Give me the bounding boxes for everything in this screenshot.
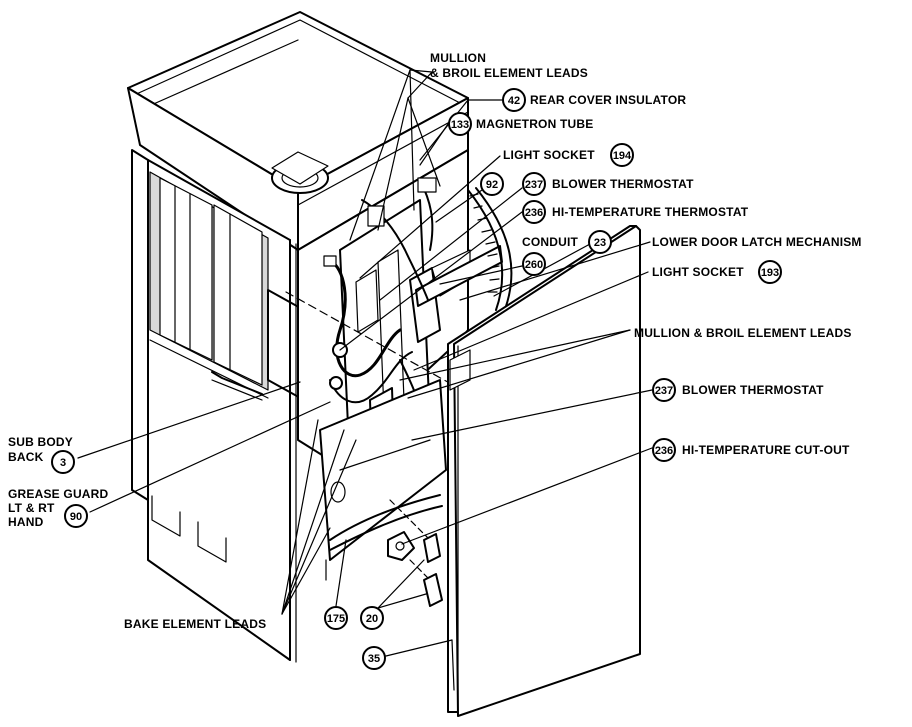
- callout-194-label: LIGHT SOCKET: [503, 148, 595, 162]
- callout-90-number: 90: [70, 511, 82, 523]
- callout-35-number: 35: [368, 653, 380, 665]
- callout-193-label: LIGHT SOCKET: [652, 265, 744, 279]
- bake-element-leads-label: BAKE ELEMENT LEADS: [124, 617, 266, 631]
- callout-3-number: 3: [60, 457, 66, 469]
- callout-23: CONDUIT 23: [522, 230, 612, 254]
- mullion-top-label-line2: & BROIL ELEMENT LEADS: [430, 66, 588, 80]
- callout-90-label-line1: GREASE GUARD: [8, 487, 109, 501]
- callout-92: 92: [480, 172, 504, 196]
- latch-part-c: [423, 573, 443, 607]
- callout-193-number: 193: [761, 267, 779, 279]
- latch-part-b: [423, 533, 441, 563]
- callout-90-label-line3: HAND: [8, 515, 44, 529]
- cabinet-left-side: [131, 149, 149, 501]
- lower-door-latch-label: LOWER DOOR LATCH MECHANISM: [652, 235, 862, 249]
- callout-175-number: 175: [327, 613, 345, 625]
- callout-3-label-line1: SUB BODY: [8, 435, 73, 449]
- callout-20: 20: [360, 606, 384, 630]
- callout-42-number: 42: [508, 95, 520, 107]
- callout-20-number: 20: [366, 613, 378, 625]
- callout-3-label-line2: BACK: [8, 450, 44, 464]
- callout-23-number: 23: [594, 237, 606, 249]
- callout-236-lower-label: HI-TEMPERATURE CUT-OUT: [682, 443, 850, 457]
- wiring-harness: [328, 258, 402, 378]
- callout-260-number: 260: [525, 259, 543, 271]
- door-panel: [447, 225, 641, 717]
- callout-237-top-label: BLOWER THERMOSTAT: [552, 177, 694, 191]
- callout-260: 260: [522, 252, 546, 276]
- callout-194: LIGHT SOCKET 194: [503, 143, 634, 167]
- callout-133-label: MAGNETRON TUBE: [476, 117, 593, 131]
- callout-236-lower: 236 HI-TEMPERATURE CUT-OUT: [652, 438, 850, 462]
- callout-236-top-number: 236: [525, 207, 543, 219]
- callout-237-top-number: 237: [525, 179, 543, 191]
- callout-42: 42 REAR COVER INSULATOR: [502, 88, 686, 112]
- callout-3: SUB BODY BACK 3: [8, 435, 75, 474]
- bake-element-plate: [319, 379, 447, 561]
- callout-236-top: 236 HI-TEMPERATURE THERMOSTAT: [522, 200, 749, 224]
- callout-175: 175: [324, 606, 348, 630]
- callout-194-number: 194: [613, 150, 632, 162]
- callout-42-label: REAR COVER INSULATOR: [530, 93, 686, 107]
- callout-labels: MULLION & BROIL ELEMENT LEADS 42 REAR CO…: [8, 51, 862, 670]
- callout-92-number: 92: [486, 179, 498, 191]
- callout-237-lower: 237 BLOWER THERMOSTAT: [652, 378, 824, 402]
- mullion-mid-label: MULLION & BROIL ELEMENT LEADS: [634, 326, 852, 340]
- callout-35: 35: [362, 646, 386, 670]
- callout-237-lower-number: 237: [655, 385, 673, 397]
- callout-237-top: 237 BLOWER THERMOSTAT: [522, 172, 694, 196]
- callout-90: GREASE GUARD LT & RT HAND 90: [8, 487, 109, 529]
- callout-133-number: 133: [451, 119, 469, 131]
- callout-193: LIGHT SOCKET 193: [652, 260, 782, 284]
- callout-23-label: CONDUIT: [522, 235, 579, 249]
- callout-237-lower-label: BLOWER THERMOSTAT: [682, 383, 824, 397]
- callout-236-lower-number: 236: [655, 445, 673, 457]
- callout-133: 133 MAGNETRON TUBE: [448, 112, 593, 136]
- mullion-top-label-line1: MULLION: [430, 51, 486, 65]
- callout-90-label-line2: LT & RT: [8, 501, 55, 515]
- callout-236-top-label: HI-TEMPERATURE THERMOSTAT: [552, 205, 749, 219]
